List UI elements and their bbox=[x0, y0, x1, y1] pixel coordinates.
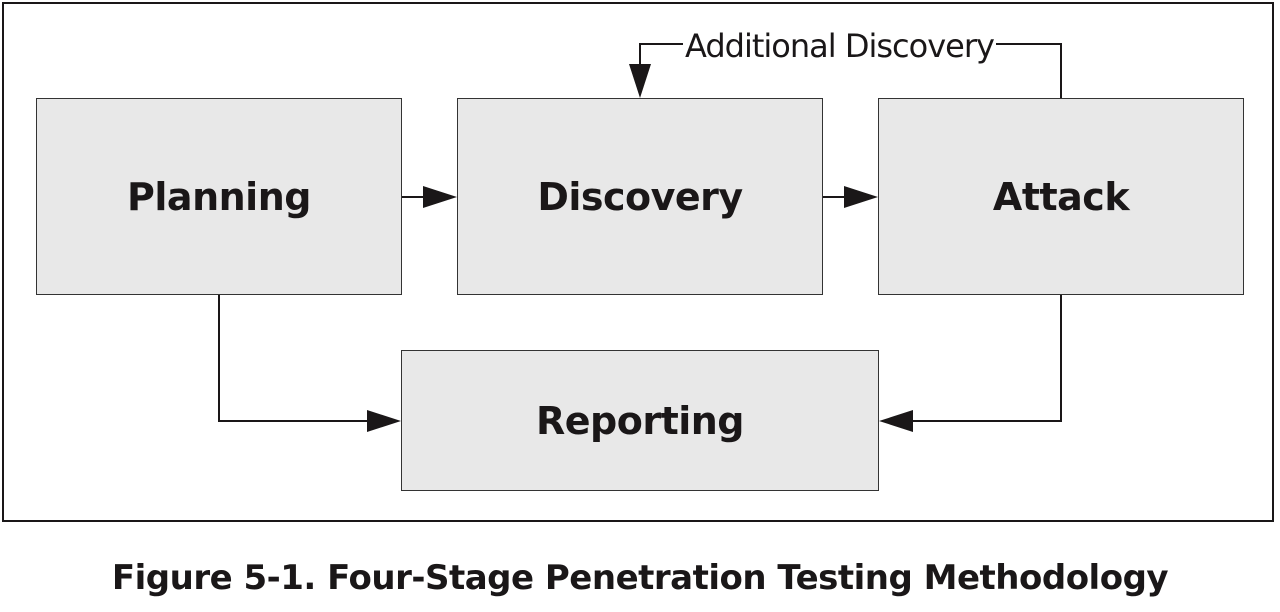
discovery-stage-box: Discovery bbox=[457, 98, 823, 295]
reporting-stage-label: Reporting bbox=[535, 398, 745, 443]
attack-stage-label: Attack bbox=[992, 174, 1130, 219]
additional-discovery-label: Additional Discovery bbox=[683, 24, 996, 68]
arrowhead-discovery bbox=[423, 186, 457, 208]
reporting-stage-box: Reporting bbox=[401, 350, 879, 491]
attack-stage-box: Attack bbox=[878, 98, 1244, 295]
arrowhead-attack bbox=[844, 186, 878, 208]
diagram-frame bbox=[2, 2, 1274, 522]
planning-to-reporting-connector bbox=[218, 295, 369, 422]
attack-to-reporting-connector bbox=[911, 295, 1062, 422]
arrowhead-loop bbox=[629, 64, 651, 98]
arrowhead-reporting-right bbox=[879, 410, 913, 432]
arrowhead-reporting-left bbox=[367, 410, 401, 432]
figure-caption: Figure 5-1. Four-Stage Penetration Testi… bbox=[111, 558, 1169, 598]
discovery-stage-label: Discovery bbox=[537, 174, 743, 219]
planning-stage-box: Planning bbox=[36, 98, 402, 295]
planning-stage-label: Planning bbox=[127, 174, 311, 219]
